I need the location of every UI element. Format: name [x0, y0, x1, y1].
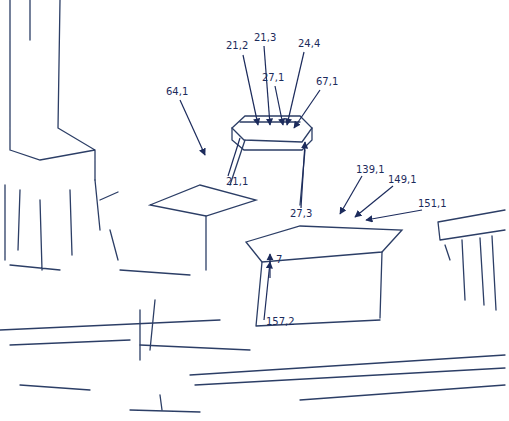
- callout-number: 157,2: [266, 316, 295, 328]
- callout-number: 27,3: [290, 208, 312, 220]
- scene-edges: [0, 0, 505, 412]
- callout-number: 151,1: [418, 198, 447, 210]
- callout-number: 149,1: [388, 174, 417, 186]
- callout-number: 21,3: [254, 32, 276, 44]
- callout-number: 24,4: [298, 38, 320, 50]
- callout-number: 21,2: [226, 40, 248, 52]
- callout-number: 64,1: [166, 86, 188, 98]
- leader-arrows: [180, 46, 422, 320]
- callout-number: 7: [276, 254, 282, 266]
- callout-number: 139,1: [356, 164, 385, 176]
- callout-number: 27,1: [262, 72, 284, 84]
- callout-number: 67,1: [316, 76, 338, 88]
- callout-number: 21,1: [226, 176, 248, 188]
